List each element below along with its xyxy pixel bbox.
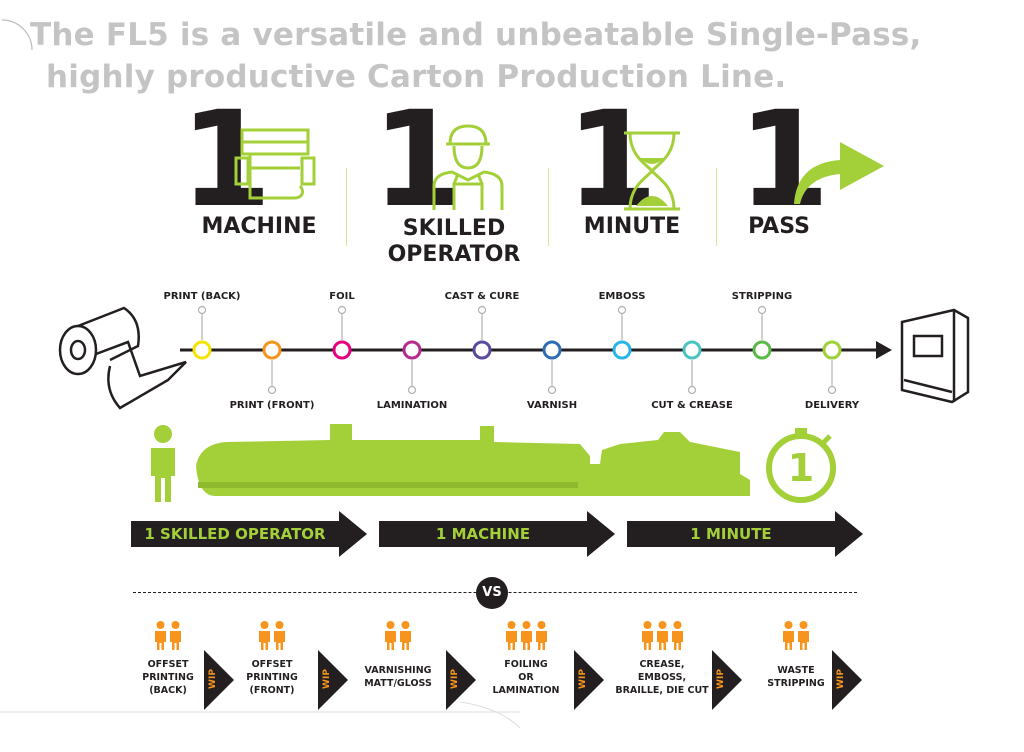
people-icon bbox=[155, 621, 181, 650]
vs-badge: VS bbox=[476, 577, 508, 609]
timeline-label-emboss: EMBOSS bbox=[598, 291, 646, 302]
timeline-node bbox=[542, 340, 562, 360]
stat-divider bbox=[346, 168, 347, 246]
wip-label: WIP bbox=[322, 669, 332, 689]
timeline-node bbox=[332, 340, 352, 360]
wip-chevron: WIP bbox=[204, 650, 234, 710]
stat-machine-number: 1 bbox=[180, 83, 272, 237]
curved-arrow-icon bbox=[794, 142, 884, 204]
wip-label: WIP bbox=[716, 669, 726, 689]
timeline-label-print-back: PRINT (BACK) bbox=[163, 291, 241, 302]
arrow-minute-label: 1 MINUTE bbox=[690, 525, 772, 543]
arrow-minute: 1 MINUTE bbox=[627, 511, 863, 557]
stat-machine-label: MACHINE bbox=[201, 214, 317, 239]
timeline-node bbox=[612, 340, 632, 360]
timeline-label-varnish: VARNISH bbox=[526, 400, 578, 411]
operator-figure-icon bbox=[151, 425, 175, 502]
corner-arc-decoration bbox=[1, 19, 33, 51]
paper-roll-icon bbox=[58, 306, 187, 410]
timeline-stem-dot bbox=[827, 385, 837, 395]
timeline-label-print-front: PRINT (FRONT) bbox=[229, 400, 315, 411]
arrow-machine: 1 MACHINE bbox=[379, 511, 615, 557]
timeline-node bbox=[822, 340, 842, 360]
hourglass-icon bbox=[624, 131, 680, 211]
machine-line-icon bbox=[196, 424, 750, 496]
people-icon bbox=[783, 621, 809, 650]
stat-divider bbox=[548, 168, 549, 246]
timeline-label-stripping: STRIPPING bbox=[731, 291, 793, 302]
headline-line-1: The FL5 is a versatile and unbeatable Si… bbox=[30, 17, 922, 53]
printer-machine-icon bbox=[234, 128, 316, 200]
process-step-label: VARNISHING MATT/GLOSS bbox=[364, 665, 432, 689]
wip-label: WIP bbox=[578, 669, 588, 689]
bottom-decoration bbox=[0, 702, 521, 729]
timeline-node bbox=[402, 340, 422, 360]
stat-operator-label: SKILLED OPERATOR bbox=[387, 216, 521, 267]
stat-pass-label: PASS bbox=[748, 214, 810, 239]
timeline-stem-dot bbox=[337, 305, 347, 315]
people-icon bbox=[641, 621, 683, 650]
wip-chevron: WIP bbox=[712, 650, 742, 710]
stat-divider bbox=[716, 168, 717, 246]
stopwatch-number: 1 bbox=[787, 446, 815, 490]
wip-chevron: WIP bbox=[574, 650, 604, 710]
people-icon bbox=[259, 621, 285, 650]
production-line-silhouette bbox=[151, 424, 836, 503]
operator-icon bbox=[432, 124, 504, 210]
timeline-stem-dot bbox=[477, 305, 487, 315]
stat-pass-number: 1 bbox=[738, 83, 830, 237]
timeline-node bbox=[752, 340, 772, 360]
wip-chevron: WIP bbox=[318, 650, 348, 710]
timeline-stem-dot bbox=[547, 385, 557, 395]
process-step-label: OFFSET PRINTING (BACK) bbox=[142, 659, 194, 696]
timeline-label-cast-cure: CAST & CURE bbox=[444, 291, 520, 302]
delivery-machine-icon bbox=[900, 308, 970, 404]
people-icon bbox=[505, 621, 547, 650]
timeline-stem-dot bbox=[407, 385, 417, 395]
process-step-label: FOILING OR LAMINATION bbox=[492, 659, 560, 696]
process-step-label: OFFSET PRINTING (FRONT) bbox=[246, 659, 298, 696]
arrow-skilled-operator: 1 SKILLED OPERATOR bbox=[131, 511, 367, 557]
timeline-stem-dot bbox=[757, 305, 767, 315]
wip-label: WIP bbox=[836, 669, 846, 689]
timeline-node bbox=[262, 340, 282, 360]
timeline-node bbox=[192, 340, 212, 360]
stat-operator-number: 1 bbox=[372, 83, 464, 237]
process-step-label: WASTE STRIPPING bbox=[767, 665, 825, 689]
timeline-label-lamination: LAMINATION bbox=[376, 400, 448, 411]
timeline-stem-dot bbox=[617, 305, 627, 315]
timeline-node bbox=[472, 340, 492, 360]
wip-label: WIP bbox=[450, 669, 460, 689]
arrow-machine-label: 1 MACHINE bbox=[435, 525, 531, 543]
timeline-stem-dot bbox=[267, 385, 277, 395]
timeline-arrowhead bbox=[876, 341, 892, 359]
process-timeline bbox=[58, 305, 970, 410]
timeline-stem-dot bbox=[687, 385, 697, 395]
process-step-label: CREASE, EMBOSS, BRAILLE, DIE CUT bbox=[615, 659, 709, 696]
timeline-label-delivery: DELIVERY bbox=[804, 400, 860, 411]
timeline-label-foil: FOIL bbox=[329, 291, 355, 302]
people-icon bbox=[385, 621, 411, 650]
timeline-node bbox=[682, 340, 702, 360]
headline: The FL5 is a versatile and unbeatable Si… bbox=[30, 14, 1010, 98]
stat-minute-label: MINUTE bbox=[583, 214, 681, 239]
wip-chevron: WIP bbox=[446, 650, 476, 710]
wip-chevron: WIP bbox=[832, 650, 862, 710]
timeline-stem-dot bbox=[197, 305, 207, 315]
timeline-label-cut-crease: CUT & CREASE bbox=[651, 400, 733, 411]
stopwatch-icon bbox=[766, 428, 836, 503]
headline-line-2: highly productive Carton Production Line… bbox=[46, 59, 787, 95]
arrow-skilled-operator-label: 1 SKILLED OPERATOR bbox=[144, 525, 326, 543]
